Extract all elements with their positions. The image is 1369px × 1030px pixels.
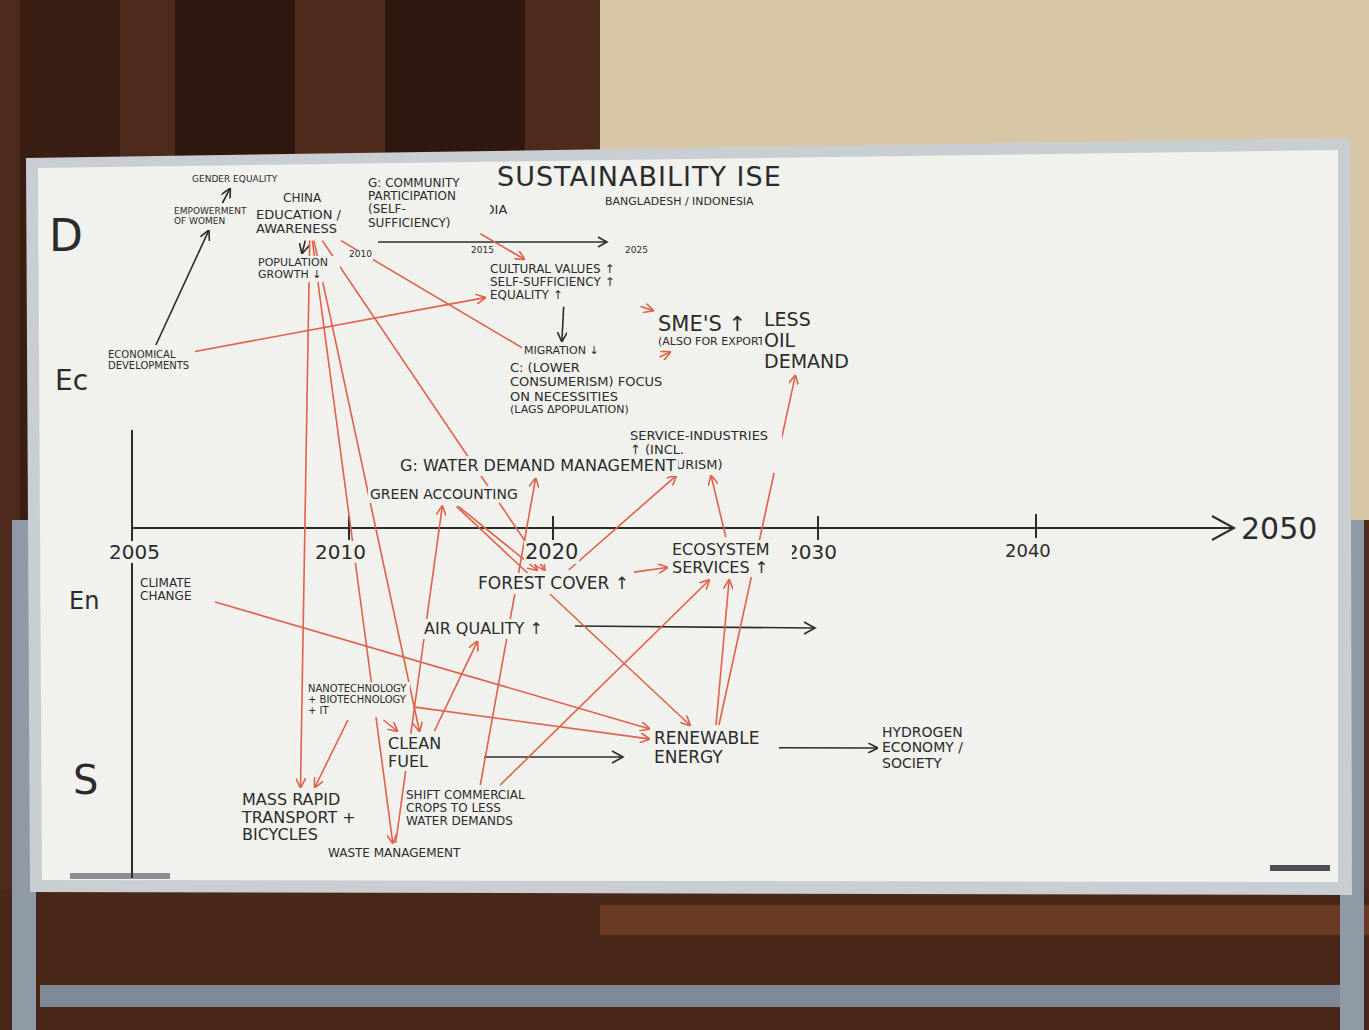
- note-node: CULTURAL VALUES ↑ SELF-SUFFICIENCY ↑ EQU…: [488, 262, 642, 304]
- note-node: SME'S ↑(ALSO FOR EXPORTS): [656, 312, 778, 349]
- note-node: WASTE MANAGEMENT: [326, 846, 462, 861]
- arrow-connector: [716, 580, 729, 725]
- note-node: GENDER EQUALITY: [190, 174, 279, 186]
- row-letter: En: [68, 588, 100, 614]
- arrow-connector: [222, 189, 230, 203]
- note-text: G: WATER DEMAND MANAGEMENT: [400, 457, 676, 475]
- note-text: CULTURAL VALUES ↑ SELF-SUFFICIENCY ↑ EQU…: [490, 263, 640, 303]
- note-text: GENDER EQUALITY: [192, 175, 277, 185]
- note-text: WASTE MANAGEMENT: [328, 847, 460, 860]
- year-mark: 2025: [624, 246, 649, 256]
- note-node: ECOSYSTEM SERVICES ↑: [670, 540, 792, 577]
- note-text: ECONOMICAL DEVELOPMENTS: [108, 349, 190, 371]
- region-label: CHINA: [282, 192, 322, 205]
- note-text: AIR QUALITY ↑: [424, 620, 543, 638]
- note-node: CLIMATE CHANGE: [138, 576, 212, 604]
- note-text: LESS OIL DEMAND: [764, 309, 842, 372]
- axis-year: 2005: [108, 541, 161, 563]
- note-node: MIGRATION ↓: [522, 344, 601, 358]
- note-node: G: COMMUNITY PARTICIPATION (SELF-SUFFICI…: [366, 176, 490, 231]
- note-text: EDUCATION / AWARENESS: [256, 208, 364, 237]
- note-node: GREEN ACCOUNTING: [368, 486, 520, 503]
- arrow-connector: [315, 720, 348, 787]
- note-node: SHIFT COMMERCIAL CROPS TO LESS WATER DEM…: [404, 788, 548, 830]
- year-mark: 2015: [470, 246, 495, 256]
- note-node: MASS RAPID TRANSPORT + BICYCLES: [240, 790, 360, 845]
- arrow-connector: [562, 307, 564, 341]
- note-text: SHIFT COMMERCIAL CROPS TO LESS WATER DEM…: [406, 789, 546, 829]
- note-node: AIR QUALITY ↑: [422, 619, 545, 639]
- note-node: ECONOMICAL DEVELOPMENTS: [106, 348, 192, 372]
- arrow-connector: [569, 476, 676, 570]
- note-text: C: (LOWER CONSUMERISM) FOCUS ON NECESSIT…: [510, 361, 672, 404]
- note-node: CLEAN FUEL: [386, 734, 462, 771]
- note-text: (ALSO FOR EXPORTS): [658, 336, 776, 348]
- row-letter: S: [72, 758, 99, 802]
- note-text: ECOSYSTEM SERVICES ↑: [672, 541, 790, 576]
- arrow-connector: [456, 506, 689, 725]
- note-text: CLIMATE CHANGE: [140, 577, 210, 603]
- note-text: RENEWABLE ENERGY: [654, 729, 774, 766]
- note-node: NANOTECHNOLOGY + BIOTECHNOLOGY + IT: [306, 682, 410, 717]
- axis-year: 2020: [524, 541, 579, 564]
- arrow-connector: [779, 747, 877, 749]
- note-text: (LAGS ΔPOPULATION): [510, 404, 672, 416]
- row-letter: D: [48, 212, 84, 260]
- arrow-connector: [384, 720, 398, 731]
- note-node: EMPOWERMENT OF WOMEN: [172, 206, 258, 228]
- note-text: EMPOWERMENT OF WOMEN: [174, 207, 256, 227]
- note-node: LESS OIL DEMAND: [762, 308, 844, 373]
- arrow-connector: [156, 231, 209, 345]
- arrow-connector: [195, 298, 485, 352]
- note-text: SME'S ↑: [658, 313, 776, 336]
- note-text: CLEAN FUEL: [388, 735, 460, 770]
- year-mark: 2010: [348, 250, 373, 260]
- arrow-connector: [641, 307, 653, 311]
- arrow-connector: [711, 476, 726, 537]
- board-title: SUSTAINABILITY ISE: [496, 162, 783, 192]
- arrow-connector: [434, 642, 477, 731]
- arrow-connector: [634, 568, 667, 573]
- region-label: BANGLADESH / INDONESIA: [604, 196, 755, 208]
- note-text: MASS RAPID TRANSPORT + BICYCLES: [242, 791, 358, 844]
- note-node: RENEWABLE ENERGY: [652, 728, 776, 767]
- arrow-connector: [660, 352, 671, 357]
- axis-year: 2050: [1240, 512, 1318, 545]
- note-text: HYDROGEN ECONOMY / SOCIETY: [882, 725, 992, 771]
- note-node: C: (LOWER CONSUMERISM) FOCUS ON NECESSIT…: [508, 360, 674, 417]
- note-text: MIGRATION ↓: [524, 345, 599, 357]
- note-node: EDUCATION / AWARENESS: [254, 207, 366, 238]
- note-text: FOREST COVER ↑: [478, 574, 629, 593]
- axis-year: 2040: [1004, 541, 1052, 561]
- note-text: NANOTECHNOLOGY + BIOTECHNOLOGY + IT: [308, 683, 408, 716]
- axis-year: 2010: [314, 541, 367, 563]
- note-text: GREEN ACCOUNTING: [370, 487, 518, 502]
- arrow-connector: [312, 241, 392, 843]
- note-text: G: COMMUNITY PARTICIPATION (SELF-SUFFICI…: [368, 177, 488, 230]
- arrow-connector: [302, 241, 305, 253]
- row-letter: Ec: [54, 366, 89, 397]
- note-node: G: WATER DEMAND MANAGEMENT: [398, 456, 678, 476]
- note-node: HYDROGEN ECONOMY / SOCIETY: [880, 724, 994, 772]
- axis-year: 2030: [785, 541, 838, 563]
- note-node: FOREST COVER ↑: [476, 573, 631, 594]
- note-text: POPULATION GROWTH ↓: [258, 257, 338, 281]
- note-node: POPULATION GROWTH ↓: [256, 256, 340, 282]
